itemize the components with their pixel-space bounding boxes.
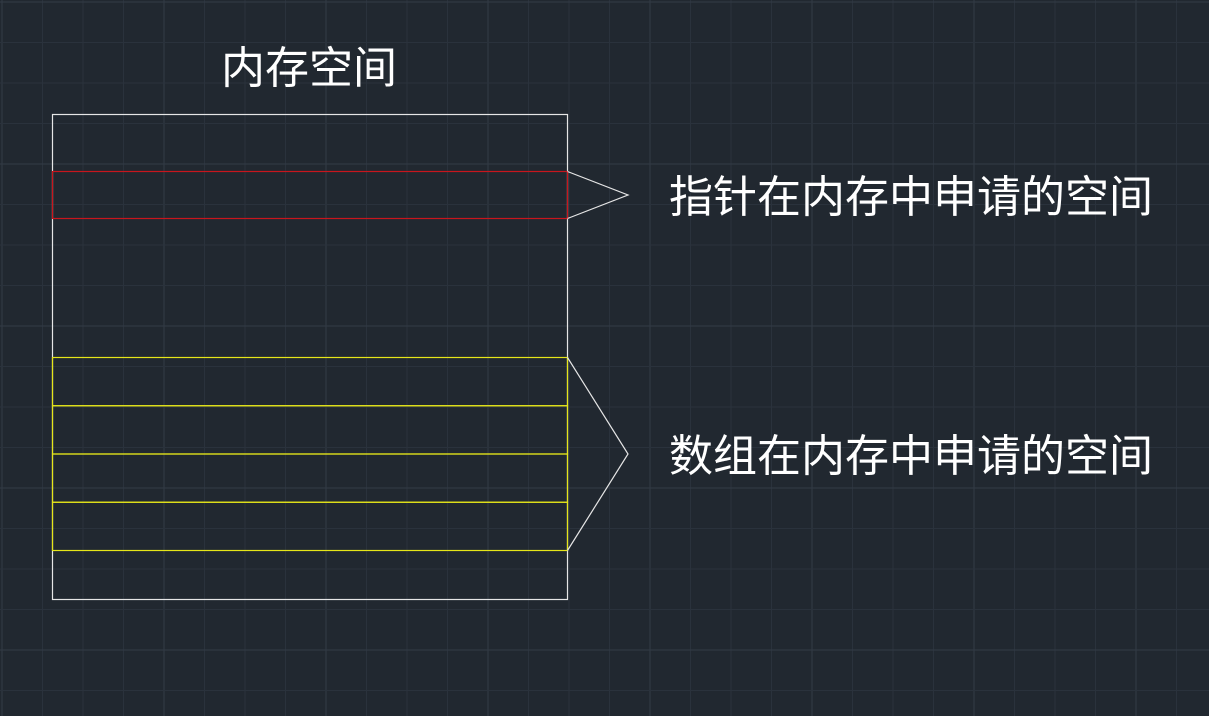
pointer-label: 指针在内存中申请的空间 bbox=[669, 172, 1153, 223]
array-cell bbox=[51, 356, 569, 407]
pointer-allocation-box bbox=[51, 170, 569, 220]
array-label: 数组在内存中申请的空间 bbox=[669, 431, 1153, 482]
array-allocation-block bbox=[51, 356, 569, 552]
pointer-callout bbox=[567, 170, 630, 220]
memory-space-title: 内存空间 bbox=[221, 43, 397, 94]
array-cell bbox=[51, 453, 569, 503]
array-cell bbox=[51, 405, 569, 455]
array-callout bbox=[566, 357, 629, 551]
array-cell bbox=[51, 501, 569, 552]
